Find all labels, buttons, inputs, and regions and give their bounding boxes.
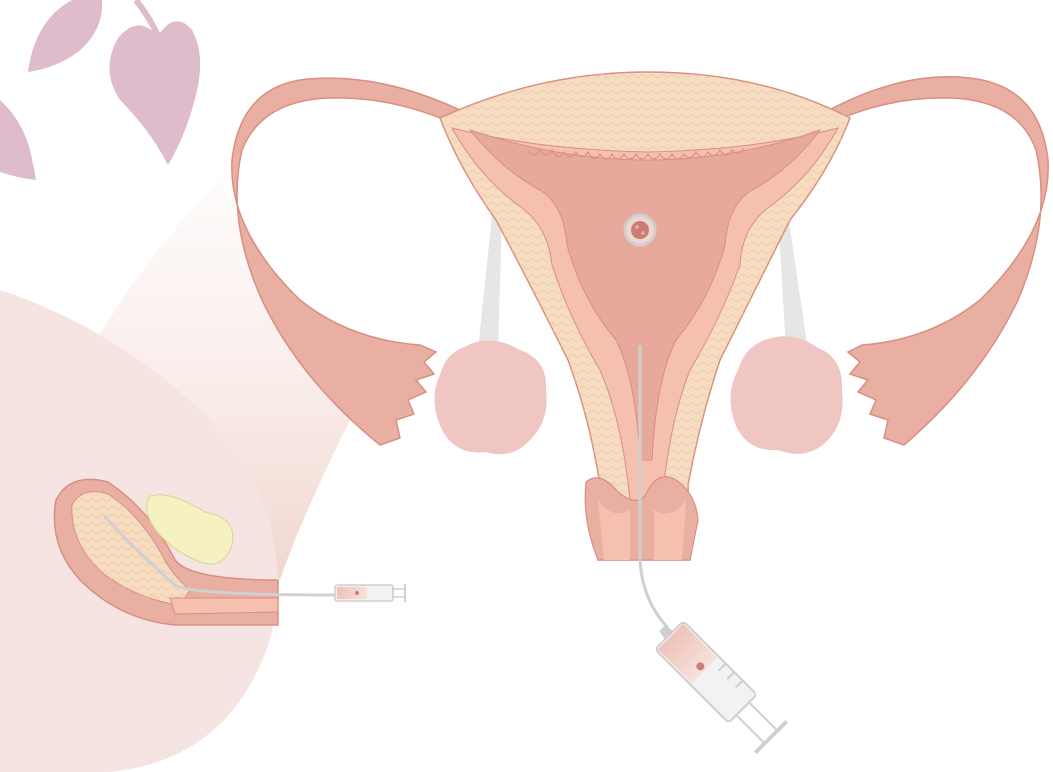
ovary-icon [730, 336, 842, 454]
fallopian-tube-icon [812, 77, 1048, 445]
leaf-icon [109, 21, 200, 165]
ovarian-ligament-left [478, 215, 502, 350]
uterus-front-view [232, 72, 1048, 628]
leaf-group [0, 0, 200, 180]
side-view-inset [0, 180, 405, 772]
leaf-icon [0, 100, 36, 180]
side-vagina [170, 598, 278, 614]
syringe-icon [647, 613, 787, 753]
small-syringe-icon [335, 584, 405, 602]
leaf-icon [28, 0, 102, 72]
embryo-icon [625, 215, 655, 245]
ovary-icon [434, 340, 546, 454]
